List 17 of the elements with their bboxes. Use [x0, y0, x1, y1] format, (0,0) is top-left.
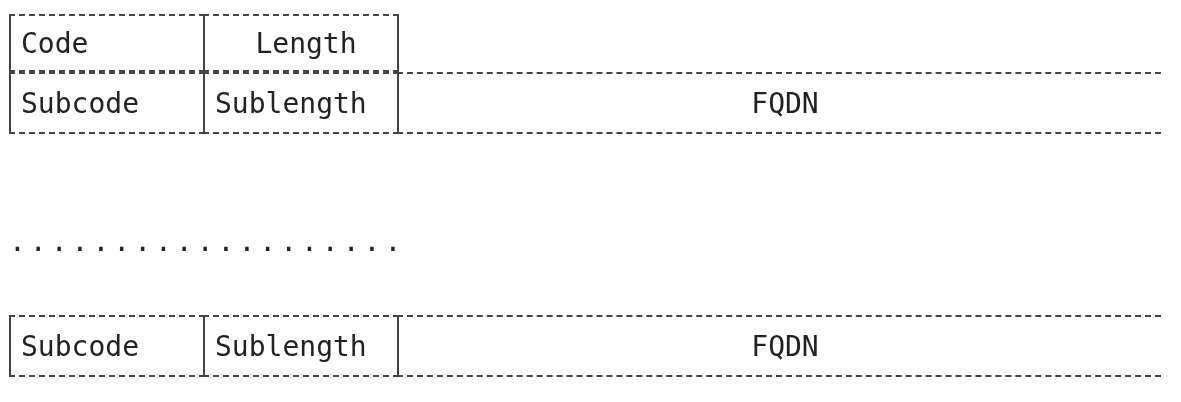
field-name: Code [20, 26, 89, 60]
field-box [203, 72, 399, 134]
field-name: Sublength [214, 329, 367, 363]
field-box [203, 315, 399, 377]
field-name: Subcode [20, 86, 139, 120]
field-box [9, 72, 205, 134]
field-box [9, 14, 205, 72]
field-box [203, 14, 399, 72]
field-box [397, 72, 1161, 134]
field-name: FQDN [750, 329, 819, 363]
field-name: Length [254, 26, 357, 60]
field-name: Subcode [20, 329, 139, 363]
field-box [397, 315, 1161, 377]
field-box [9, 315, 205, 377]
field-name: FQDN [750, 86, 819, 120]
field-name: Sublength [214, 86, 367, 120]
ellipsis-dots: ................... [9, 225, 406, 258]
